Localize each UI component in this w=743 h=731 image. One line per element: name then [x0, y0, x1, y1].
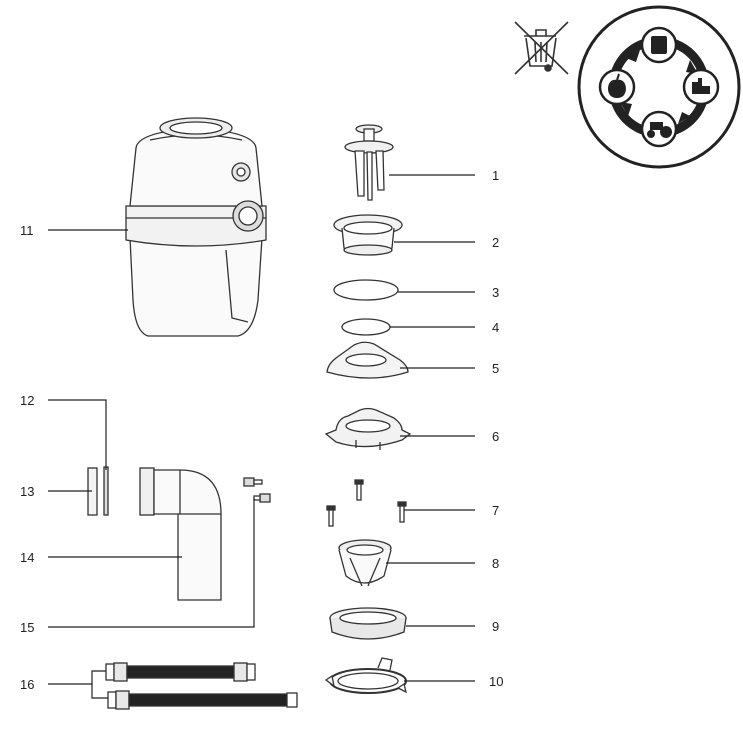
snap-ring — [324, 657, 407, 694]
disposer-unit — [125, 117, 267, 337]
callout-14: 14 — [20, 550, 34, 565]
callout-3: 3 — [492, 285, 499, 300]
callout-6: 6 — [492, 429, 499, 444]
callout-15: 15 — [20, 620, 34, 635]
clamp-screws — [243, 477, 271, 503]
drain-hoses — [105, 662, 298, 710]
callout-11: 11 — [20, 223, 34, 238]
lower-mounting-ring — [329, 607, 407, 640]
mounting-screws — [326, 479, 407, 527]
callout-9: 9 — [492, 619, 499, 634]
callout-2: 2 — [492, 235, 499, 250]
gasket — [333, 279, 399, 301]
callout-1: 1 — [492, 168, 499, 183]
thin-gasket — [103, 466, 109, 516]
callout-labels: 1 2 3 4 5 6 7 8 9 10 11 12 13 14 15 16 — [20, 168, 503, 692]
crossed-out-bin-icon — [514, 21, 569, 75]
mounting-ring — [324, 407, 412, 450]
callout-8: 8 — [492, 556, 499, 571]
callout-16: 16 — [20, 677, 34, 692]
splash-guard-stopper — [344, 124, 394, 201]
funnel-cushion — [338, 539, 392, 587]
backup-ring — [326, 341, 409, 379]
recycling-cycle-icon — [577, 5, 741, 169]
sink-flange — [333, 214, 403, 256]
callout-12: 12 — [20, 393, 34, 408]
callout-4: 4 — [492, 320, 499, 335]
callout-5: 5 — [492, 361, 499, 376]
callout-13: 13 — [20, 484, 34, 499]
callout-7: 7 — [492, 503, 499, 518]
callout-10: 10 — [489, 674, 503, 689]
discharge-elbow — [139, 467, 222, 601]
leader-lines — [48, 174, 475, 699]
o-ring — [341, 318, 391, 336]
